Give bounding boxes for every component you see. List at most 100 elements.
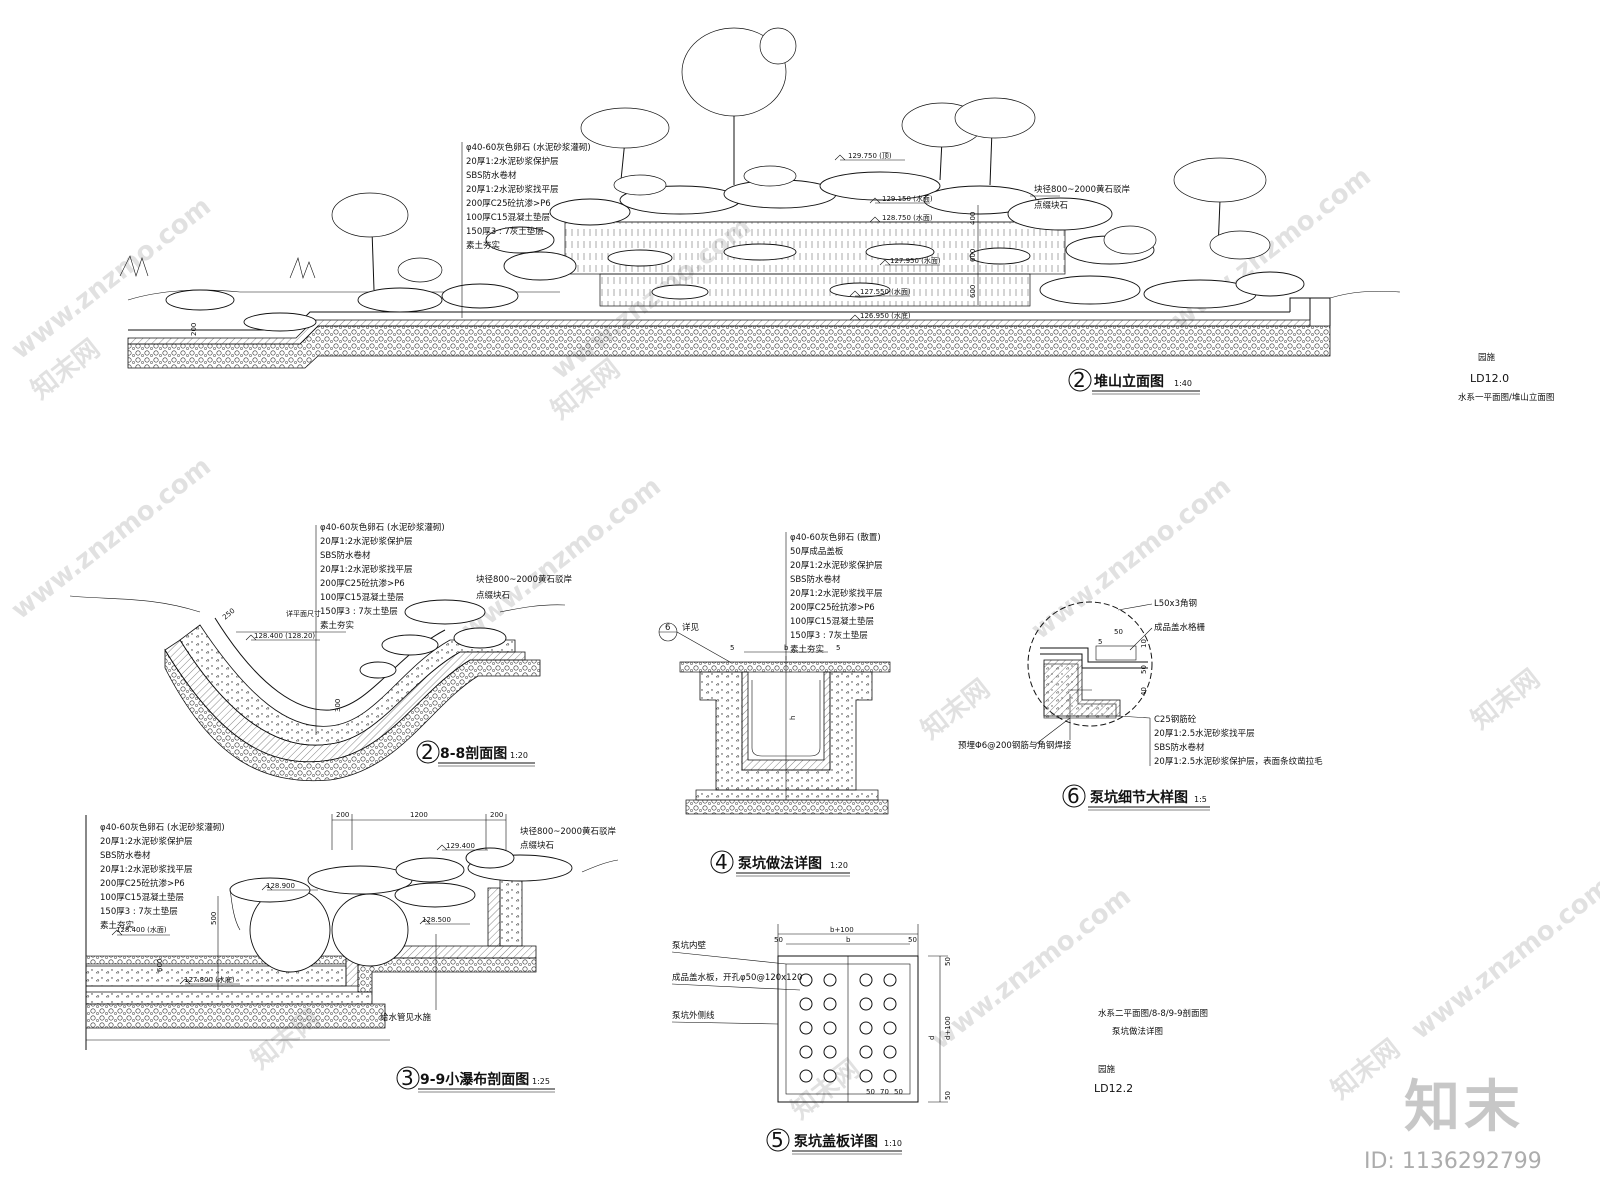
dimension: 50 (908, 936, 917, 944)
cover-hole (799, 1069, 813, 1083)
drawing-number: 2 (421, 740, 434, 764)
drawing-scale: 1:40 (1174, 379, 1192, 388)
layer-label: 20厚1:2水泥砂浆找平层 (466, 184, 559, 195)
cover-hole (799, 973, 813, 987)
watermark-site: www.znzmo.com (1406, 872, 1600, 1046)
dimension: b+100 (830, 926, 854, 934)
image-id: ID: 1136292799 (1364, 1149, 1542, 1174)
dimension: 50 (1114, 628, 1123, 636)
layer-label: 200厚C25砼抗渗>P6 (100, 878, 185, 889)
sheet-reference-top: 园施 LD12.0 水系一平面图/堆山立面图 (1458, 352, 1554, 403)
level-mark: 128.500 (422, 916, 451, 924)
layer-label: φ40-60灰色卵石 (水泥砂浆灌砌) (466, 142, 591, 153)
watermark-site: www.znzmo.com (456, 472, 667, 646)
layer-label: 20厚1:2水泥砂浆找平层 (100, 864, 193, 875)
drawing-scale: 1:10 (884, 1139, 902, 1148)
layer-label: 素土夯实 (790, 644, 824, 655)
detail-ref-note: 详见 (682, 622, 700, 633)
watermark-brand: 知末网 (916, 674, 996, 746)
cover-hole (883, 1069, 897, 1083)
dimension: 400 (969, 212, 977, 225)
pump-detail-6: L50x3角钢 成品盖水格栅 C25钢筋砼 20厚1:2.5水泥砂浆找平层 SB… (958, 598, 1323, 811)
sheet-reference-bottom: 水系二平面图/8-8/9-9剖面图 泵坑做法详图 园施 LD12.2 (1094, 1008, 1208, 1095)
layer-label: 素土夯实 (100, 920, 134, 931)
drawing-title: 泵坑细节大样图 (1090, 789, 1188, 806)
dimension: 5 (730, 644, 734, 652)
layer-label: 20厚1:2水泥砂浆找平层 (790, 588, 883, 599)
dimension: 50 (774, 936, 783, 944)
layer-label: φ40-60灰色卵石 (散置) (790, 532, 881, 543)
layer-label: 100厚C15混凝土垫层 (466, 212, 550, 223)
rock-note: 块径800~2000黄石驳岸 (476, 574, 572, 585)
section-9-9: φ40-60灰色卵石 (水泥砂浆灌砌) 20厚1:2水泥砂浆保护层 SBS防水卷… (85, 811, 619, 1093)
drawing-scale: 1:20 (510, 751, 528, 760)
drawing-title: 泵坑做法详图 (738, 855, 822, 872)
cover-hole (859, 1021, 873, 1035)
layer-label: φ40-60灰色卵石 (水泥砂浆灌砌) (320, 522, 445, 533)
dimension: 50 (1140, 665, 1148, 674)
drawing-title: 9-9小瀑布剖面图 (420, 1071, 529, 1088)
section-9-9-layer-notes: φ40-60灰色卵石 (水泥砂浆灌砌) 20厚1:2水泥砂浆保护层 SBS防水卷… (100, 822, 225, 931)
sheet-ref: 园施 (1098, 1064, 1116, 1075)
drawing-scale: 1:25 (532, 1077, 550, 1086)
watermark-site: www.znzmo.com (1026, 472, 1237, 646)
dimension: d+100 (944, 1016, 952, 1040)
detail-note: C25钢筋砼 (1154, 714, 1197, 725)
elevation-title: 2 堆山立面图 1:40 (1068, 368, 1200, 395)
layer-label: SBS防水卷材 (466, 170, 517, 181)
dimension: 600 (969, 249, 977, 262)
layer-label: 150厚3 : 7灰土垫层 (320, 606, 398, 617)
dimension: b (784, 644, 789, 652)
level-mark: 128.900 (266, 882, 295, 890)
pump-cover-plan: b+100 50 b 50 50 d+100 d 50 50 70 50 泵坑内… (671, 924, 952, 1155)
cover-hole (823, 1021, 837, 1035)
layer-label: 150厚3 : 7灰土垫层 (100, 906, 178, 917)
cover-note: 泵坑外侧线 (672, 1010, 715, 1021)
level-mark: 129.150 (水面) (882, 194, 933, 203)
layer-label: 150厚3 : 7灰土垫层 (466, 226, 544, 237)
elevation-level-marks: 129.750 (顶) 129.150 (水面) 128.750 (水面) 12… (834, 152, 941, 321)
dimension: 70 (880, 1088, 889, 1096)
drawing-number: 4 (715, 850, 728, 874)
rock-note: 点缀块石 (520, 840, 554, 851)
drawing-number: 3 (401, 1066, 414, 1090)
layer-label: 素土夯实 (466, 240, 500, 251)
cover-hole (799, 1021, 813, 1035)
sheet-ref: LD12.2 (1094, 1082, 1133, 1095)
layer-label: 50厚成品盖板 (790, 546, 844, 557)
level-mark: 127.800 (水底) (184, 975, 235, 984)
dimension: 600 (156, 959, 164, 972)
dimension: 50 (894, 1088, 903, 1096)
layer-label: SBS防水卷材 (320, 550, 371, 561)
layer-label: 20厚1:2水泥砂浆保护层 (790, 560, 883, 571)
watermark-site: www.znzmo.com (926, 882, 1137, 1056)
pump-layer-notes: φ40-60灰色卵石 (散置) 50厚成品盖板 20厚1:2水泥砂浆保护层 SB… (790, 532, 883, 655)
drawing-scale: 1:20 (830, 861, 848, 870)
detail6-notes: L50x3角钢 成品盖水格栅 C25钢筋砼 20厚1:2.5水泥砂浆找平层 SB… (1117, 598, 1323, 767)
pump-pit-section: 5 b 5 h φ40-60灰色卵石 (散置) 50厚成品盖板 20厚1:2水泥… (658, 532, 891, 877)
dimension: 50 (944, 957, 952, 966)
cover-hole (823, 1069, 837, 1083)
dimension: 10 (1140, 639, 1148, 648)
rock-note: 点缀块石 (1034, 200, 1068, 211)
rock-note: 块径800~2000黄石驳岸 (1034, 184, 1130, 195)
cover-hole (883, 1021, 897, 1035)
cover-hole (859, 1045, 873, 1059)
watermark-brand: 知末网 (1326, 1034, 1406, 1106)
cover-hole (859, 973, 873, 987)
dimension: 200 (336, 811, 349, 819)
rock-note: 块径800~2000黄石驳岸 (520, 826, 616, 837)
layer-label: 素土夯实 (320, 620, 354, 631)
drawing-title: 堆山立面图 (1094, 373, 1164, 390)
dimension: 5 (1098, 638, 1102, 646)
watermark-brand: 知末网 (786, 1054, 866, 1126)
layer-label: 100厚C15混凝土垫层 (100, 892, 184, 903)
detail-note: 20厚1:2.5水泥砂浆找平层 (1154, 728, 1255, 739)
layer-label: SBS防水卷材 (100, 850, 151, 861)
layer-label: 20厚1:2水泥砂浆保护层 (320, 536, 413, 547)
cover-hole (883, 973, 897, 987)
dimension: 50 (944, 1091, 952, 1100)
sheet-ref: 园施 (1478, 352, 1496, 363)
detail-note: 20厚1:2.5水泥砂浆保护层，表面条纹凿拉毛 (1154, 756, 1323, 767)
